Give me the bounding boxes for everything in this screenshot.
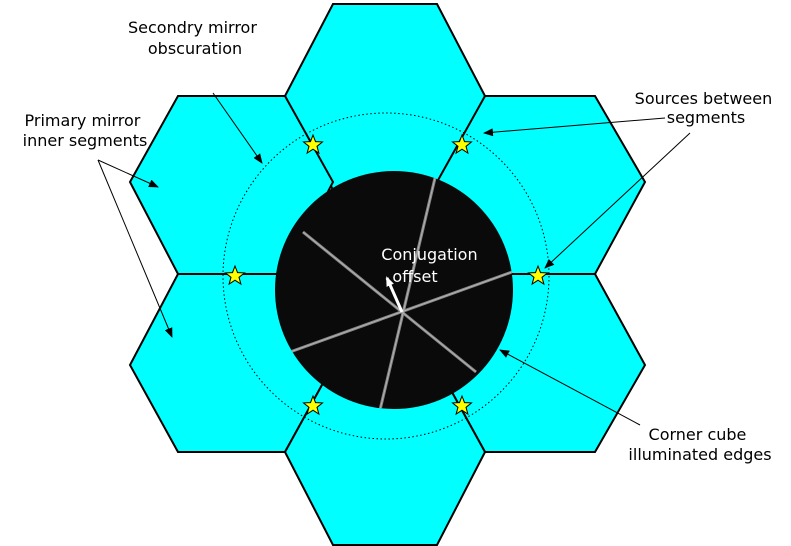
leader-arrows <box>97 92 691 426</box>
star-icon <box>527 264 549 286</box>
sources-label: Sources between segments <box>635 89 778 127</box>
arrow-icon <box>212 92 263 164</box>
primary-label: Primary mirror inner segments <box>23 111 148 150</box>
source-circle <box>222 112 550 440</box>
arrow-icon <box>544 132 691 269</box>
corner-cube-label: Corner cube illuminated edges <box>628 425 771 464</box>
star-icon <box>451 394 473 416</box>
sources <box>224 133 549 416</box>
arrow-icon <box>97 159 173 338</box>
conjugation-label: Conjugation offset <box>381 245 482 286</box>
star-icon <box>451 133 473 155</box>
arrow-icon <box>97 159 159 188</box>
secondary-obscuration <box>275 171 513 409</box>
star-icon <box>224 264 246 286</box>
arrow-icon <box>385 276 404 313</box>
star-icon <box>302 394 324 416</box>
arrow-icon <box>483 117 666 137</box>
secondary-label: Secondry mirror obscuration <box>128 18 262 58</box>
arrow-icon <box>499 349 641 426</box>
star-icon <box>302 133 324 155</box>
